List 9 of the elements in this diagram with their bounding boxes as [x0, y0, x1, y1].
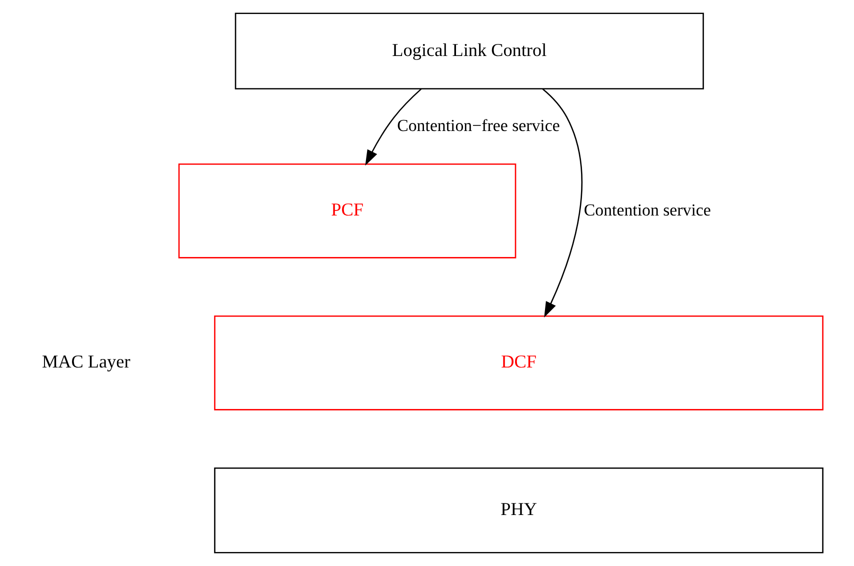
edge-label: Contention service — [583, 200, 710, 220]
arrow — [364, 88, 422, 166]
label: MAC Layer — [41, 352, 130, 372]
node-box: PCF — [178, 163, 516, 258]
node-box: DCF — [214, 315, 823, 410]
arrow — [542, 88, 582, 318]
node-box: Logical Link Control — [234, 12, 704, 90]
node-box: PHY — [214, 468, 823, 554]
edge-label: Contention−free service — [396, 116, 560, 135]
